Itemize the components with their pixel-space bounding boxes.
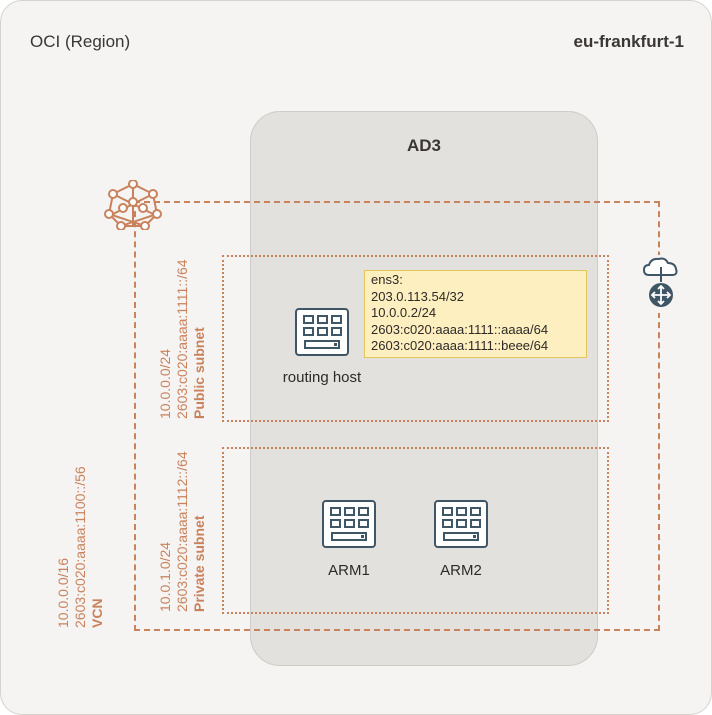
private-subnet-boundary [222,447,609,614]
public-subnet-label: Public subnet [191,327,207,419]
region-label: OCI (Region) [30,32,131,51]
interface-info-note: ens3: 203.0.113.54/32 10.0.0.2/24 2603:c… [364,270,587,358]
vcn-label: VCN [89,598,105,628]
vcn-boundary [134,201,660,631]
private-subnet-cidr6: 2603:c020:aaaa:1112::/64 [174,451,190,612]
public-subnet-cidr6: 2603:c020:aaaa:1111::/64 [174,259,190,419]
arm1-label: ARM1 [328,562,370,579]
interface-address: 2603:c020:aaaa:1111::beee/64 [371,338,549,353]
internet-gateway-icon [640,255,682,313]
routing-host-compute-icon [295,308,349,356]
arm2-compute-icon [434,500,488,548]
interface-address: 10.0.0.2/24 [371,305,437,320]
private-subnet-label: Private subnet [191,515,207,612]
routing-host-label: routing host [282,369,362,386]
vcn-cidr6: 2603:c020:aaaa:1100::/56 [72,466,88,628]
vcn-icon [104,180,162,230]
public-subnet-boundary [222,255,609,422]
vcn-label-group: 10.0.0.0/16 2603:c020:aaaa:1100::/56 VCN [55,466,106,628]
vcn-cidr4: 10.0.0.0/16 [55,557,71,628]
availability-domain-label: AD3 [406,136,441,155]
arm1-compute-icon [322,500,376,548]
private-subnet-label-group: 10.0.1.0/24 2603:c020:aaaa:1112::/64 Pri… [157,451,208,612]
interface-name: ens3: [371,272,403,287]
private-subnet-cidr4: 10.0.1.0/24 [157,541,173,612]
public-subnet-label-group: 10.0.0.0/24 2603:c020:aaaa:1111::/64 Pub… [157,259,208,419]
region-name: eu-frankfurt-1 [573,32,684,51]
availability-domain: AD3 [250,111,598,666]
public-subnet-cidr4: 10.0.0.0/24 [157,348,173,419]
interface-address: 2603:c020:aaaa:1111::aaaa/64 [371,321,549,337]
interface-address: 203.0.113.54/32 [371,288,465,304]
arm2-label: ARM2 [440,562,482,579]
